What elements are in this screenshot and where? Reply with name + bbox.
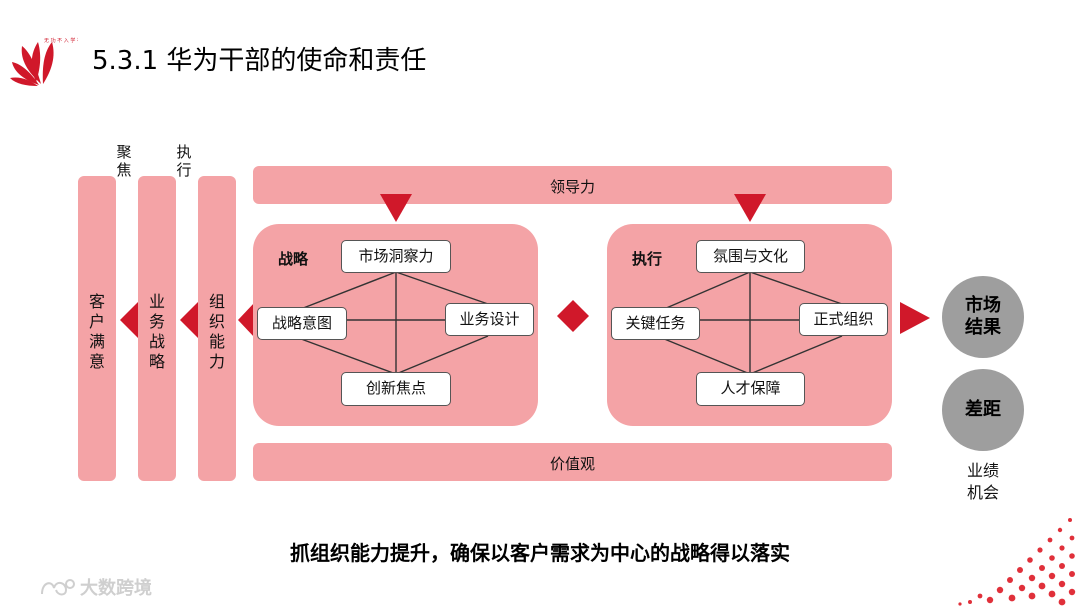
values-label: 价值观 [549, 455, 595, 473]
leadership-band [253, 166, 892, 204]
huawei-logo: 无 功 不 入 学 社 [10, 37, 78, 86]
watermark-text: 大数跨境 [80, 578, 152, 599]
leadership-label: 领导力 [549, 178, 595, 196]
gap-label: 差距 [965, 399, 1001, 420]
strategy-connector-lines [292, 271, 489, 375]
page-title: 5.3.1 华为干部的使命和责任 [92, 46, 427, 76]
arrow-down-icon [734, 194, 766, 222]
watermark-logo-icon [41, 579, 75, 596]
strategic-intent-box: 战略意图 [257, 307, 347, 340]
execution-heading: 执行 [632, 250, 663, 268]
focus-label: 聚焦 [116, 143, 132, 179]
climate-culture-box: 氛围与文化 [696, 240, 805, 273]
gap-circle: 差距 [942, 369, 1024, 451]
formal-org-box: 正式组织 [799, 303, 888, 336]
market-insight-box: 市场洞察力 [341, 240, 451, 273]
diamond-icon [557, 300, 589, 332]
execute-label: 执行 [176, 143, 192, 179]
business-strategy-bar [138, 176, 176, 481]
arrow-left-icon [180, 302, 198, 338]
org-capability-bar [198, 176, 236, 481]
arrow-right-icon [900, 302, 930, 334]
performance-opportunity-label: 业绩机会 [966, 461, 999, 502]
key-tasks-box: 关键任务 [611, 307, 700, 340]
market-result-label: 市场结果 [965, 295, 1001, 338]
decorative-dot-pattern [958, 518, 1076, 606]
customer-satisfaction-label: 客户满意 [88, 292, 105, 371]
arrow-left-icon [238, 302, 255, 338]
business-design-box: 业务设计 [445, 303, 534, 336]
innovation-focus-box: 创新焦点 [341, 372, 451, 406]
footer-caption: 抓组织能力提升，确保以客户需求为中心的战略得以落实 [290, 541, 790, 565]
values-band [253, 443, 892, 481]
arrow-down-icon [380, 194, 412, 222]
customer-satisfaction-bar [78, 176, 116, 481]
org-capability-label: 组织能力 [208, 292, 225, 371]
watermark: 大数跨境 [38, 574, 152, 600]
talent-assurance-box: 人才保障 [696, 372, 805, 406]
strategy-heading: 战略 [278, 250, 309, 268]
execution-connector-lines [656, 271, 843, 375]
business-strategy-label: 业务战略 [148, 292, 165, 371]
market-result-circle: 市场结果 [942, 276, 1024, 358]
svg-text:无 功 不 入 学 社: 无 功 不 入 学 社 [44, 37, 78, 44]
arrow-left-icon [120, 302, 138, 338]
